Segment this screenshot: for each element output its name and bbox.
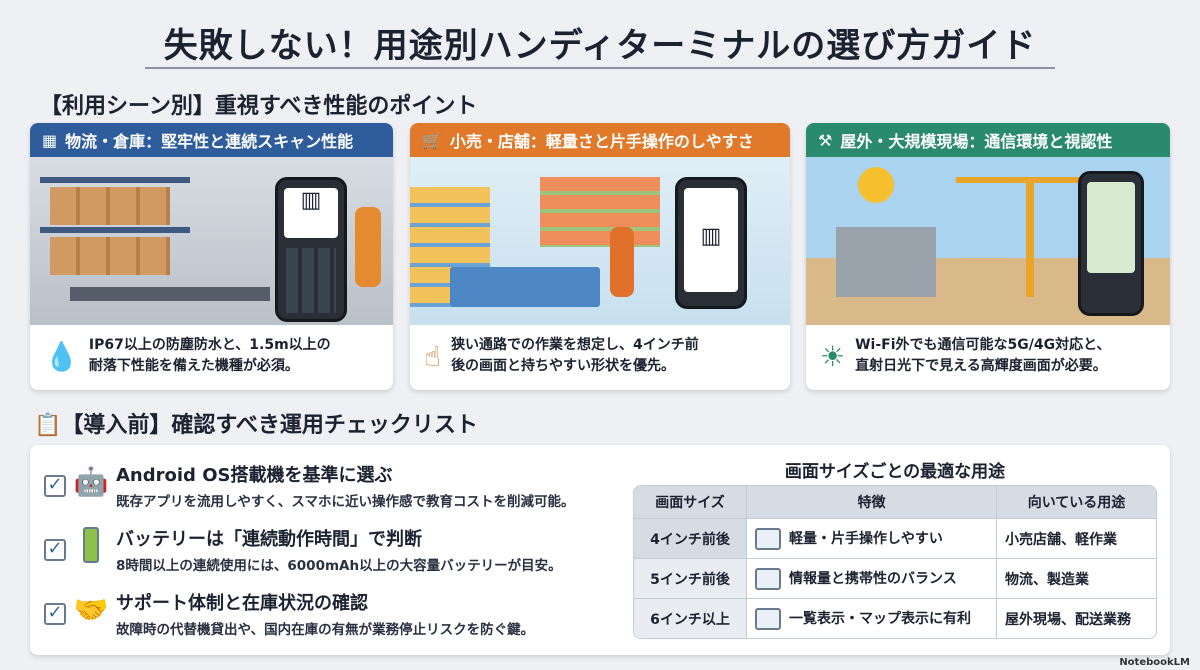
card-header-label: 物流・倉庫：堅牢性と連続スキャン性能: [65, 132, 354, 151]
checklist-item-title: バッテリーは「連続動作時間」で判断: [116, 529, 422, 550]
handheld-device-icon: [755, 527, 781, 550]
checklist-item-desc: 既存アプリを流用しやすく、スマホに近い操作感で教育コストを削減可能。: [116, 494, 575, 510]
title-underline: [145, 67, 1055, 69]
checklist-item: ✓ 🤖 Android OS搭載機を基準に選ぶ既存アプリを流用しやすく、スマホに…: [44, 461, 574, 510]
table-header-row: 画面サイズ 特徴 向いている用途: [634, 486, 1156, 518]
card-header: ▦ 物流・倉庫：堅牢性と連続スキャン性能: [30, 123, 393, 157]
card-header-label: 屋外・大規模現場：通信環境と視認性: [840, 132, 1113, 151]
crane-icon: ⚒: [818, 130, 833, 150]
checklist-item: ✓ 🤝 サポート体制と在庫状況の確認故障時の代替機貸出や、国内在庫の有無が業務停…: [44, 589, 534, 638]
card-outdoor: ⚒ 屋外・大規模現場：通信環境と視認性 ☀ Wi-Fi外でも通信可能な5G/4G対応…: [806, 123, 1170, 390]
checklist-item-title: サポート体制と在庫状況の確認: [116, 593, 368, 614]
table-title: 画面サイズごとの最適な用途: [784, 462, 1006, 482]
card-text-line: 狭い通路での作業を想定し、4インチ前: [451, 337, 699, 353]
checkbox-checked-icon: ✓: [44, 539, 66, 561]
screen-size-table: 画面サイズ 特徴 向いている用途 4インチ前後 軽量・片手操作しやすい 小売店舗…: [633, 485, 1157, 639]
page-title: 失敗しない！用途別ハンディターミナルの選び方ガイド: [163, 26, 1037, 66]
feature-text: 軽量・片手操作しやすい: [789, 530, 943, 547]
card-text-line: 直射日光下で見える高輝度画面が必要。: [855, 358, 1107, 374]
table-cell: 一覧表示・マップ表示に有利: [746, 598, 996, 638]
card-retail: 🛒 小売・店舗：軽量さと片手操作のしやすさ ▥ ☝ 狭い通路での作業を想定し、4イン…: [410, 123, 790, 390]
brand-watermark: NotebookLM: [1119, 657, 1190, 668]
feature-text: 一覧表示・マップ表示に有利: [789, 610, 971, 627]
checklist-item-desc: 8時間以上の連続使用には、6000mAh以上の大容量バッテリーが目安。: [116, 558, 562, 574]
tap-hand-icon: ☝: [424, 339, 442, 373]
card-header-label: 小売・店舗：軽量さと片手操作のしやすさ: [449, 132, 754, 151]
warehouse-illustration: ▥: [30, 157, 393, 325]
clipboard-search-icon: [755, 567, 781, 590]
card-text-line: IP67以上の防塵防水と、1.5m以上の: [88, 337, 331, 353]
card-text-line: 後の画面と持ちやすい形状を優先。: [451, 358, 676, 374]
checklist-panel: ✓ 🤖 Android OS搭載機を基準に選ぶ既存アプリを流用しやすく、スマホに…: [30, 445, 1170, 655]
construction-illustration: [806, 157, 1170, 325]
table-cell: 小売店舗、軽作業: [996, 518, 1156, 558]
card-text-line: Wi-Fi外でも通信可能な5G/4G対応と、: [855, 337, 1111, 353]
checklist-item-title: Android OS搭載機を基準に選ぶ: [116, 465, 393, 486]
table-row: 6インチ以上 一覧表示・マップ表示に有利 屋外現場、配送業務: [634, 598, 1156, 638]
table-cell: 情報量と携帯性のバランス: [746, 558, 996, 598]
column-header: 向いている用途: [996, 486, 1156, 518]
section-heading-checklist: 📋【導入前】確認すべき運用チェックリスト: [34, 407, 478, 439]
water-drop-icon: 💧: [44, 339, 79, 373]
handshake-icon: 🤝: [73, 592, 109, 626]
card-header: ⚒ 屋外・大規模現場：通信環境と視認性: [806, 123, 1170, 157]
checklist-item: ✓ バッテリーは「連続動作時間」で判断 8時間以上の連続使用には、6000mAh以…: [44, 525, 562, 574]
section-heading-label: 【導入前】確認すべき運用チェックリスト: [61, 413, 478, 438]
checklist-item-desc: 故障時の代替機貸出や、国内在庫の有無が業務停止リスクを防ぐ鍵。: [116, 622, 535, 638]
table-cell: 6インチ以上: [634, 598, 746, 638]
column-header: 画面サイズ: [634, 486, 746, 518]
table-row: 4インチ前後 軽量・片手操作しやすい 小売店舗、軽作業: [634, 518, 1156, 558]
android-icon: 🤖: [73, 464, 109, 498]
table-cell: 屋外現場、配送業務: [996, 598, 1156, 638]
table-cell: 5インチ前後: [634, 558, 746, 598]
checkbox-checked-icon: ✓: [44, 475, 66, 497]
table-row: 5インチ前後 情報量と携帯性のバランス 物流、製造業: [634, 558, 1156, 598]
table-cell: 4インチ前後: [634, 518, 746, 558]
checkbox-checked-icon: ✓: [44, 603, 66, 625]
map-icon: [755, 607, 781, 630]
table-cell: 軽量・片手操作しやすい: [746, 518, 996, 558]
card-header: 🛒 小売・店舗：軽量さと片手操作のしやすさ: [410, 123, 790, 157]
feature-text: 情報量と携帯性のバランス: [789, 570, 957, 587]
shopping-cart-icon: 🛒: [422, 130, 442, 150]
clipboard-checklist-icon: 📋: [34, 413, 62, 438]
column-header: 特徴: [746, 486, 996, 518]
card-logistics: ▦ 物流・倉庫：堅牢性と連続スキャン性能 ▥ 💧 IP67以上の防塵防水と、1.5m…: [30, 123, 393, 390]
store-illustration: ▥: [410, 157, 790, 325]
section-heading-scenes: 【利用シーン別】重視すべき性能のポイント: [40, 94, 478, 119]
sun-icon: ☀: [820, 339, 846, 373]
battery-icon: [74, 525, 108, 565]
card-text-line: 耐落下性能を備えた機種が必須。: [88, 358, 299, 374]
table-cell: 物流、製造業: [996, 558, 1156, 598]
warehouse-icon: ▦: [42, 130, 58, 150]
